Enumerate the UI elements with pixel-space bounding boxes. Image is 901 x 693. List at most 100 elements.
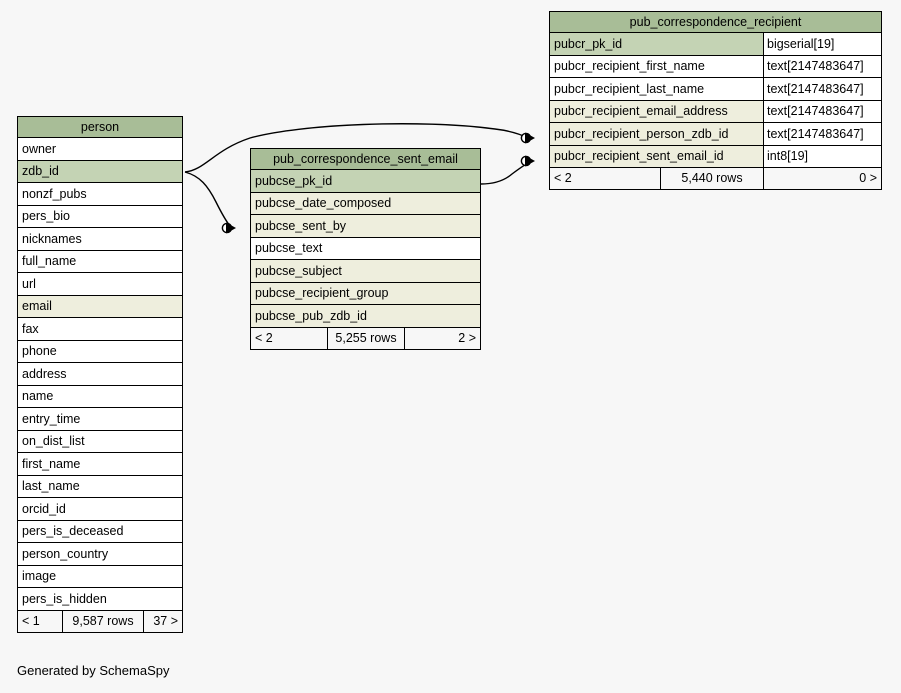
column-name: pubcse_pk_id — [255, 173, 333, 188]
table-row[interactable]: pubcr_recipient_last_name text[2147483647… — [550, 78, 881, 101]
table-row[interactable]: full_name — [18, 250, 182, 273]
column-name: nicknames — [22, 231, 82, 246]
table-row[interactable]: nonzf_pubs — [18, 183, 182, 206]
table-row[interactable]: on_dist_list — [18, 430, 182, 453]
table-row[interactable]: pubcse_pub_zdb_id — [251, 305, 480, 328]
relationship-arrowhead — [525, 155, 535, 167]
column-type: text[2147483647] — [763, 100, 881, 122]
column-name: pubcr_recipient_person_zdb_id — [554, 126, 729, 141]
column-name: entry_time — [22, 411, 81, 426]
footer-next-page[interactable]: 2 > — [458, 330, 476, 345]
column-name: pubcr_recipient_email_address — [554, 104, 728, 118]
table-title[interactable]: person — [18, 117, 182, 138]
column-name: pubcse_date_composed — [255, 196, 392, 210]
column-name: pubcse_subject — [255, 263, 342, 278]
table-row[interactable]: entry_time — [18, 408, 182, 431]
table-row[interactable]: first_name — [18, 453, 182, 476]
column-name: full_name — [22, 254, 77, 268]
table-row[interactable]: last_name — [18, 475, 182, 498]
table-row[interactable]: pubcr_recipient_sent_email_id int8[19] — [550, 145, 881, 168]
column-name: pubcse_pub_zdb_id — [255, 308, 367, 323]
table-row[interactable]: orcid_id — [18, 498, 182, 521]
column-type: text[2147483647] — [763, 123, 881, 145]
column-name: owner — [22, 141, 57, 156]
table-row[interactable]: person_country — [18, 543, 182, 566]
table-row[interactable]: pubcr_recipient_email_address text[214748… — [550, 100, 881, 123]
cardinality-zero-marker — [520, 132, 532, 144]
table-row[interactable]: pers_is_deceased — [18, 520, 182, 543]
footer-row-count: 5,440 rows — [660, 168, 764, 189]
column-name: first_name — [22, 456, 81, 471]
footer-prev-page[interactable]: < 1 — [22, 613, 40, 628]
table-row[interactable]: fax — [18, 318, 182, 341]
table-row[interactable]: pers_is_hidden — [18, 588, 182, 611]
footer-prev-page[interactable]: < 2 — [255, 330, 273, 345]
column-name: pubcr_recipient_first_name — [554, 59, 705, 73]
column-name: zdb_id — [22, 164, 59, 178]
column-name: orcid_id — [22, 501, 66, 516]
footer-prev-page[interactable]: < 2 — [554, 171, 572, 186]
column-name: address — [22, 366, 67, 381]
table-row[interactable]: pubcse_date_composed — [251, 192, 480, 215]
table-pub_correspondence_recipient[interactable]: pub_correspondence_recipient pubcr_pk_id b… — [549, 11, 882, 190]
column-type: bigserial[19] — [763, 33, 881, 55]
cardinality-zero-marker — [520, 155, 532, 167]
relationship-line — [184, 171, 231, 227]
column-name: pubcr_pk_id — [554, 36, 623, 51]
column-name: pubcr_recipient_last_name — [554, 81, 705, 96]
column-name: pers_bio — [22, 209, 70, 223]
column-type: text[2147483647] — [763, 55, 881, 77]
table-row[interactable]: nicknames — [18, 228, 182, 251]
column-name: pers_is_hidden — [22, 591, 107, 606]
schemaspy-caption: Generated by SchemaSpy — [17, 663, 170, 678]
relationship-arrowhead — [226, 222, 236, 234]
column-type: text[2147483647] — [763, 78, 881, 100]
table-row[interactable]: name — [18, 385, 182, 408]
table-row[interactable]: zdb_id — [18, 160, 182, 183]
column-name: fax — [22, 321, 39, 336]
table-row[interactable]: pubcse_sent_by — [251, 215, 480, 238]
column-name: pubcse_sent_by — [255, 218, 347, 233]
table-row[interactable]: pubcse_pk_id — [251, 170, 480, 193]
table-row[interactable]: pubcse_text — [251, 237, 480, 260]
table-pub_correspondence_sent_email[interactable]: pub_correspondence_sent_email pubcse_pk_i… — [250, 148, 481, 350]
column-name: pers_is_deceased — [22, 524, 124, 538]
table-title[interactable]: pub_correspondence_recipient — [550, 12, 881, 33]
column-name: on_dist_list — [22, 434, 85, 448]
table-row[interactable]: pubcr_recipient_first_name text[214748364… — [550, 55, 881, 78]
column-name: email — [22, 299, 52, 313]
table-row[interactable]: pubcse_recipient_group — [251, 282, 480, 305]
footer-next-page[interactable]: 0 > — [859, 171, 877, 186]
table-row[interactable]: pubcr_pk_id bigserial[19] — [550, 33, 881, 56]
table-row[interactable]: email — [18, 295, 182, 318]
relationship-line — [480, 160, 533, 185]
column-name: last_name — [22, 479, 80, 493]
table-row[interactable]: pubcse_subject — [251, 260, 480, 283]
table-row[interactable]: address — [18, 363, 182, 386]
relationship-arrowhead — [525, 132, 535, 144]
column-name: phone — [22, 344, 57, 358]
column-name: url — [22, 276, 36, 291]
footer-next-page[interactable]: 37 > — [153, 613, 178, 628]
table-row[interactable]: image — [18, 565, 182, 588]
column-name: name — [22, 389, 54, 403]
table-row[interactable]: pers_bio — [18, 205, 182, 228]
column-name: pubcse_recipient_group — [255, 286, 389, 300]
table-row[interactable]: owner — [18, 138, 182, 161]
column-name: pubcse_text — [255, 241, 323, 255]
footer-row-count: 9,587 rows — [62, 610, 144, 632]
table-footer: < 2 5,440 rows 0 > — [550, 168, 881, 189]
table-row[interactable]: phone — [18, 340, 182, 363]
column-name: pubcr_recipient_sent_email_id — [554, 149, 724, 163]
table-title[interactable]: pub_correspondence_sent_email — [251, 149, 480, 170]
relationship-person-zdb-id-to-sent-email-sent-by — [184, 171, 236, 234]
column-name: image — [22, 569, 57, 583]
column-type: int8[19] — [763, 145, 881, 167]
table-row[interactable]: url — [18, 273, 182, 296]
relationship-sent-email-pk-to-recipient-sent-email-id — [480, 155, 535, 185]
table-row[interactable]: pubcr_recipient_person_zdb_id text[214748… — [550, 123, 881, 146]
cardinality-zero-marker — [221, 222, 233, 234]
